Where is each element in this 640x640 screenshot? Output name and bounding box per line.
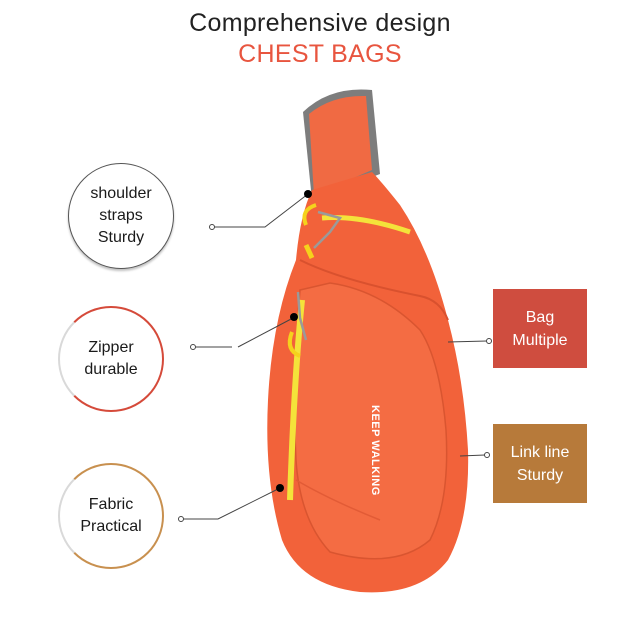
front-pocket (293, 282, 448, 560)
feature-label: shoulder (90, 185, 152, 202)
zipper-pull-top (302, 203, 343, 260)
page-title: Comprehensive design (189, 9, 451, 37)
feature-circle-fabric: Fabric Practical (58, 463, 164, 569)
feature-label: straps (99, 207, 143, 224)
leader-line-fabric (178, 484, 284, 522)
feature-label: Multiple (512, 331, 568, 349)
leader-line-multiple (447, 338, 492, 344)
feature-label: Sturdy (516, 466, 564, 484)
feature-label: Practical (80, 518, 142, 535)
feature-box-bag-multiple: Bag Multiple (493, 289, 587, 368)
feature-label: Fabric (88, 496, 134, 513)
feature-box-link-line: Link line Sturdy (493, 424, 587, 503)
leader-line-zipper (190, 313, 298, 350)
top-zipper (321, 215, 411, 235)
leader-line-shoulder (209, 190, 312, 230)
feature-label: Zipper (88, 339, 134, 356)
shoulder-strap (303, 89, 380, 200)
zipper-pull-side (287, 291, 308, 358)
page-subtitle: CHEST BAGS (238, 40, 402, 68)
leader-line-link (459, 452, 490, 458)
feature-label: Bag (525, 308, 555, 326)
feature-label: Link line (510, 443, 570, 461)
feature-label: durable (84, 361, 138, 378)
feature-circle-zipper: Zipper durable (58, 306, 164, 412)
feature-circle-shoulder-straps: shoulder straps Sturdy (68, 163, 174, 269)
bag-print-text: KEEP WALKING (369, 405, 381, 496)
feature-label: Sturdy (97, 229, 145, 246)
